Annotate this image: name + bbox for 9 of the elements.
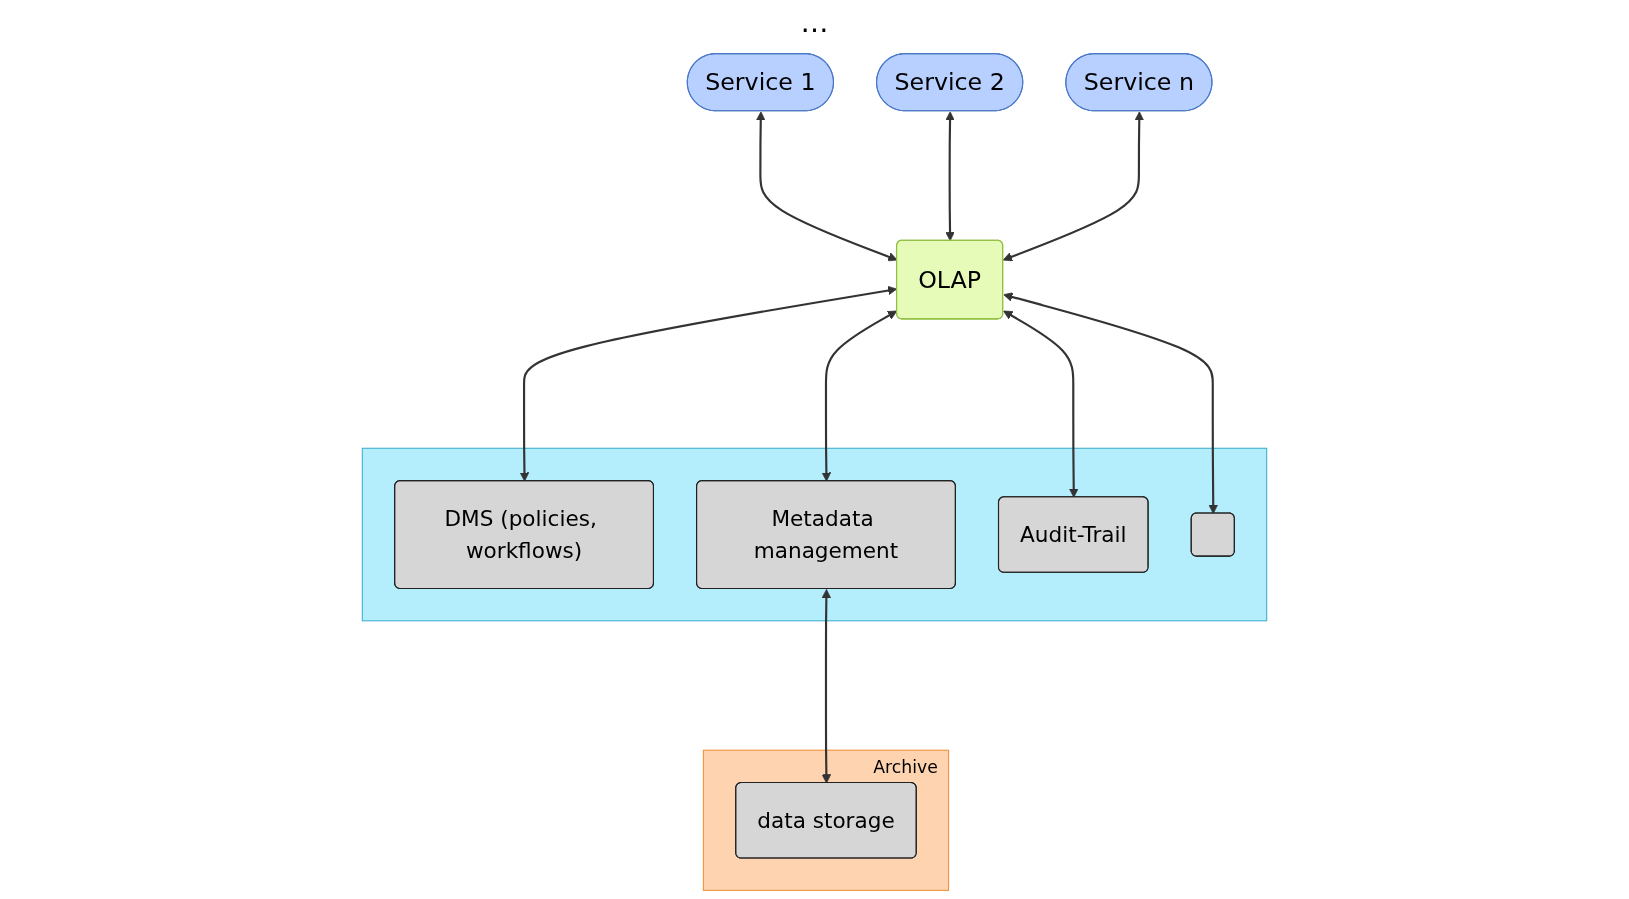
arrow bbox=[1003, 292, 1218, 514]
arrow bbox=[945, 111, 955, 242]
ellipsis-text: … bbox=[800, 6, 829, 39]
arrow bbox=[1002, 111, 1144, 262]
arrow bbox=[821, 589, 832, 784]
arrow bbox=[1003, 310, 1079, 498]
cluster bbox=[361, 447, 1268, 622]
arrow bbox=[821, 310, 898, 482]
arrow bbox=[519, 285, 898, 482]
